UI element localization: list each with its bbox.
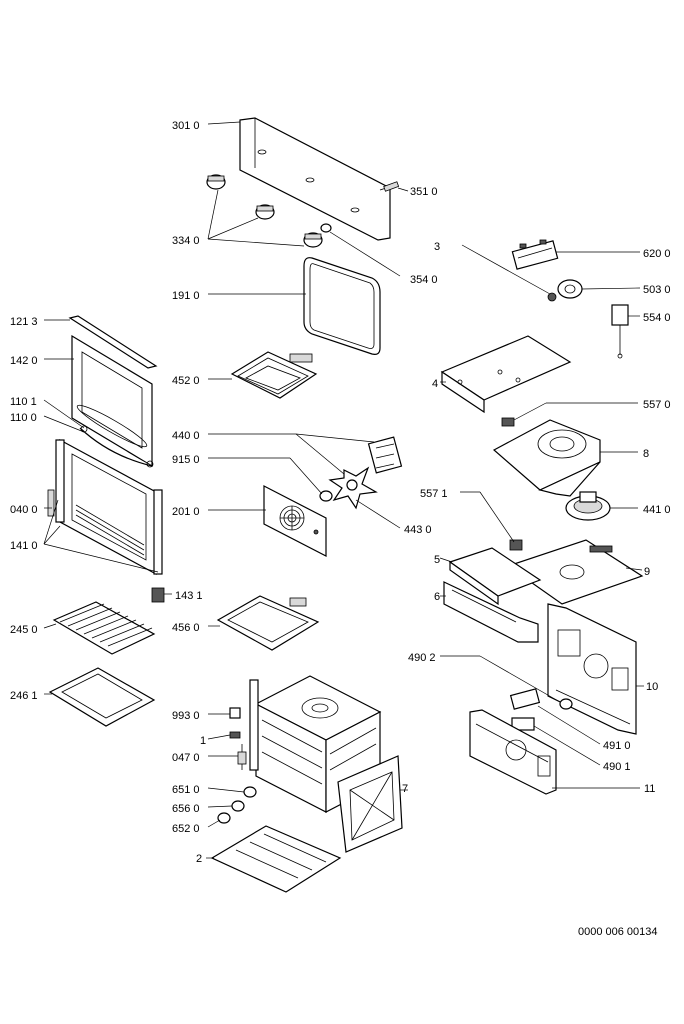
label-9: 9 — [644, 566, 650, 578]
thermostat-drawing — [509, 539, 523, 551]
label-8: 8 — [643, 448, 649, 460]
rear-cover-drawing — [469, 709, 557, 795]
label-452-0: 452 0 — [172, 375, 200, 387]
label-554-0: 554 0 — [643, 312, 671, 324]
label-334-0: 334 0 — [172, 235, 200, 247]
tangential-fan-housing-drawing — [492, 417, 601, 497]
oven-gasket-drawing — [303, 257, 381, 355]
label-246-1: 246 1 — [10, 690, 38, 702]
small-parts-drawing — [217, 707, 257, 824]
label-993-0: 993 0 — [172, 710, 200, 722]
label-557-1: 557 1 — [420, 488, 448, 500]
duct-drawing — [443, 547, 542, 643]
label-7: 7 — [402, 783, 408, 795]
label-503-0: 503 0 — [643, 284, 671, 296]
part-labels: 301 0 351 0 334 0 354 0 620 0 503 0 554 … — [10, 120, 671, 865]
label-4: 4 — [432, 378, 438, 390]
label-652-0: 652 0 — [172, 823, 200, 835]
label-143-1: 143 1 — [175, 590, 203, 602]
baking-tray-drawing — [48, 667, 156, 727]
label-6: 6 — [434, 591, 440, 603]
bottom-plate-drawing — [210, 825, 342, 893]
base-plate-drawing — [506, 539, 644, 605]
label-441-0: 441 0 — [643, 504, 671, 516]
top-cover-drawing — [440, 335, 572, 414]
label-557-0: 557 0 — [643, 399, 671, 411]
fan-motor-drawing — [319, 436, 403, 510]
label-301-0: 301 0 — [172, 120, 200, 132]
label-040-0: 040 0 — [10, 504, 38, 516]
label-354-0: 354 0 — [410, 274, 438, 286]
control-panel-drawing — [239, 117, 400, 241]
selector-switch-drawing — [511, 239, 629, 359]
back-panel-drawing — [547, 603, 637, 735]
label-490-2: 490 2 — [408, 652, 436, 664]
label-110-1: 110 1 — [10, 396, 37, 408]
side-panel-drawing — [337, 755, 403, 853]
grill-element-drawing — [230, 351, 318, 399]
door-outer-drawing — [68, 315, 158, 468]
label-491-0: 491 0 — [603, 740, 631, 752]
knobs-drawing — [206, 174, 332, 248]
label-201-0: 201 0 — [172, 506, 200, 518]
label-142-0: 142 0 — [10, 355, 38, 367]
door-inner-drawing — [47, 438, 165, 603]
label-490-1: 490 1 — [603, 761, 631, 773]
label-915-0: 915 0 — [172, 454, 200, 466]
label-11: 11 — [644, 783, 655, 795]
label-456-0: 456 0 — [172, 622, 200, 634]
fan-cover-drawing — [263, 485, 327, 557]
label-1: 1 — [200, 735, 206, 747]
label-5: 5 — [434, 554, 440, 566]
label-2: 2 — [196, 853, 202, 865]
lower-element-drawing — [216, 595, 320, 651]
document-number: 0000 006 00134 — [578, 926, 658, 938]
label-3: 3 — [434, 241, 440, 253]
label-121-3: 121 3 — [10, 316, 38, 328]
label-110-0: 110 0 — [10, 412, 37, 424]
label-440-0: 440 0 — [172, 430, 200, 442]
wire-shelf-drawing — [52, 601, 156, 655]
label-620-0: 620 0 — [643, 248, 671, 260]
label-656-0: 656 0 — [172, 803, 200, 815]
label-141-0: 141 0 — [10, 540, 38, 552]
label-047-0: 047 0 — [172, 752, 200, 764]
oven-cavity-drawing — [249, 675, 382, 813]
label-443-0: 443 0 — [404, 524, 432, 536]
cooling-fan-drawing — [565, 491, 611, 521]
label-245-0: 245 0 — [10, 624, 38, 636]
label-351-0: 351 0 — [410, 186, 438, 198]
label-651-0: 651 0 — [172, 784, 200, 796]
terminal-block-drawing — [509, 688, 573, 731]
label-10: 10 — [646, 681, 658, 693]
label-191-0: 191 0 — [172, 290, 200, 302]
